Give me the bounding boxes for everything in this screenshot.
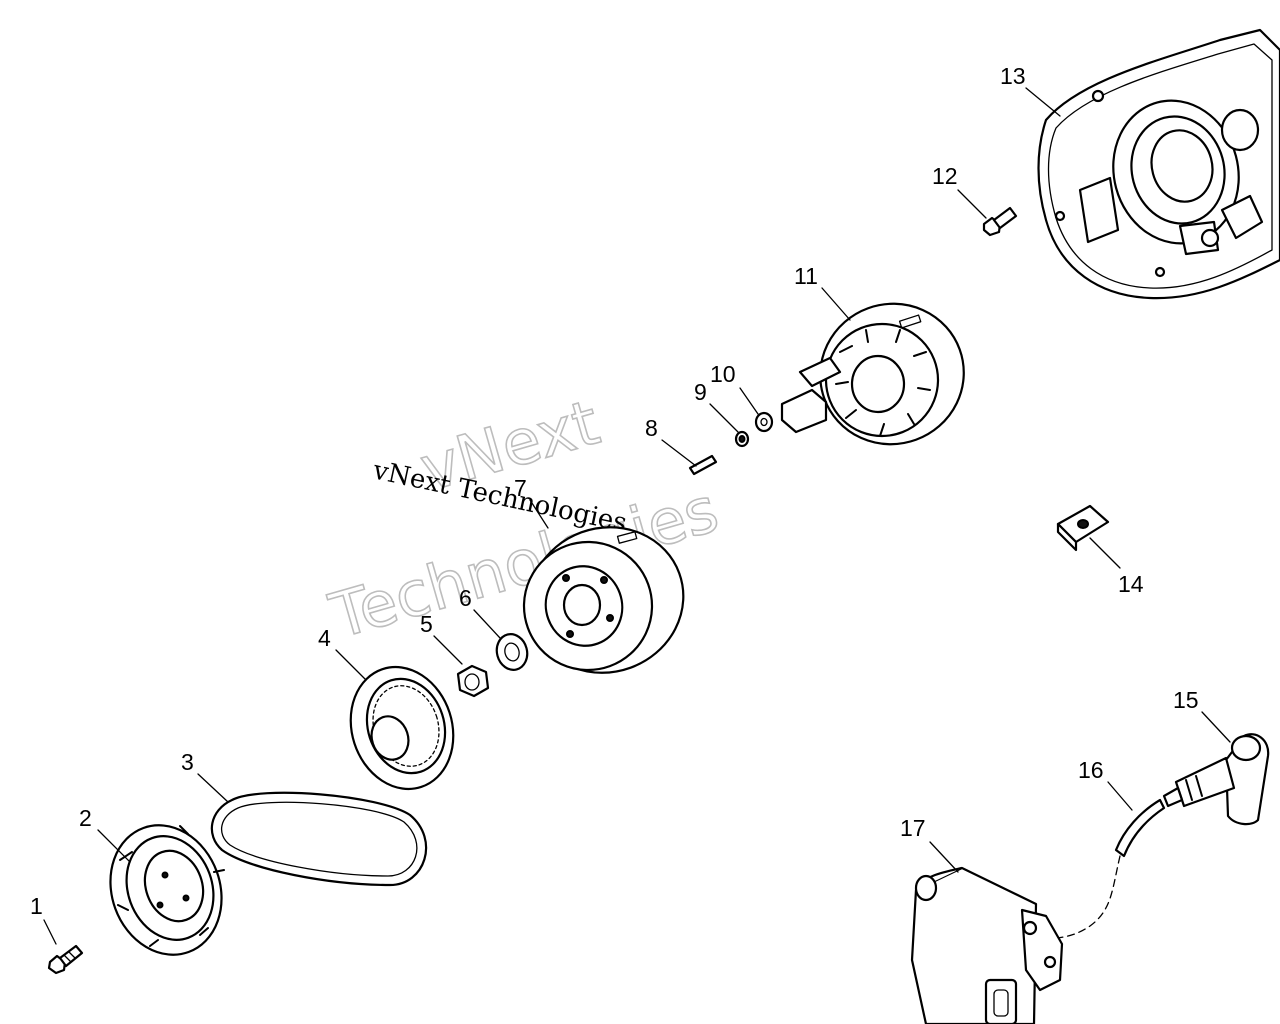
callouts: 1 2 3 4 5 6 7 8 9 10 11 12 13 14 15 16 1…	[30, 63, 1199, 919]
callout-17: 17	[900, 815, 926, 841]
part-4-ring-gear	[349, 665, 455, 791]
part-7-flywheel	[522, 526, 685, 674]
callout-14: 14	[1118, 571, 1144, 597]
part-11-stator	[780, 302, 965, 446]
part-3-belt	[210, 791, 428, 887]
callout-8: 8	[645, 415, 658, 441]
part-6-washer	[495, 633, 529, 671]
callout-10: 10	[710, 361, 736, 387]
callout-11: 11	[794, 263, 818, 289]
part-10-washer	[754, 411, 774, 433]
part-5-nut	[456, 664, 490, 698]
callout-5: 5	[420, 611, 433, 637]
callout-6: 6	[459, 585, 472, 611]
callout-2: 2	[79, 805, 92, 831]
part-9-nut	[734, 430, 750, 448]
part-16-lead	[1057, 798, 1166, 939]
callout-4: 4	[318, 625, 331, 651]
part-1-bolt	[47, 944, 84, 975]
callout-7: 7	[514, 475, 527, 501]
callout-9: 9	[694, 379, 707, 405]
part-12-bolt	[982, 206, 1018, 237]
part-17-coil	[910, 866, 1064, 1024]
callout-12: 12	[932, 163, 958, 189]
part-14-clip	[1056, 504, 1110, 552]
part-13-housing	[1037, 28, 1280, 300]
part-15-plug-cap	[1162, 733, 1270, 826]
callout-15: 15	[1173, 687, 1199, 713]
callout-1: 1	[30, 893, 43, 919]
callout-16: 16	[1078, 757, 1104, 783]
part-8-pin	[688, 454, 718, 476]
callout-13: 13	[1000, 63, 1026, 89]
callout-3: 3	[181, 749, 194, 775]
leader-lines	[43, 87, 1231, 945]
part-2-pulley	[109, 824, 225, 956]
